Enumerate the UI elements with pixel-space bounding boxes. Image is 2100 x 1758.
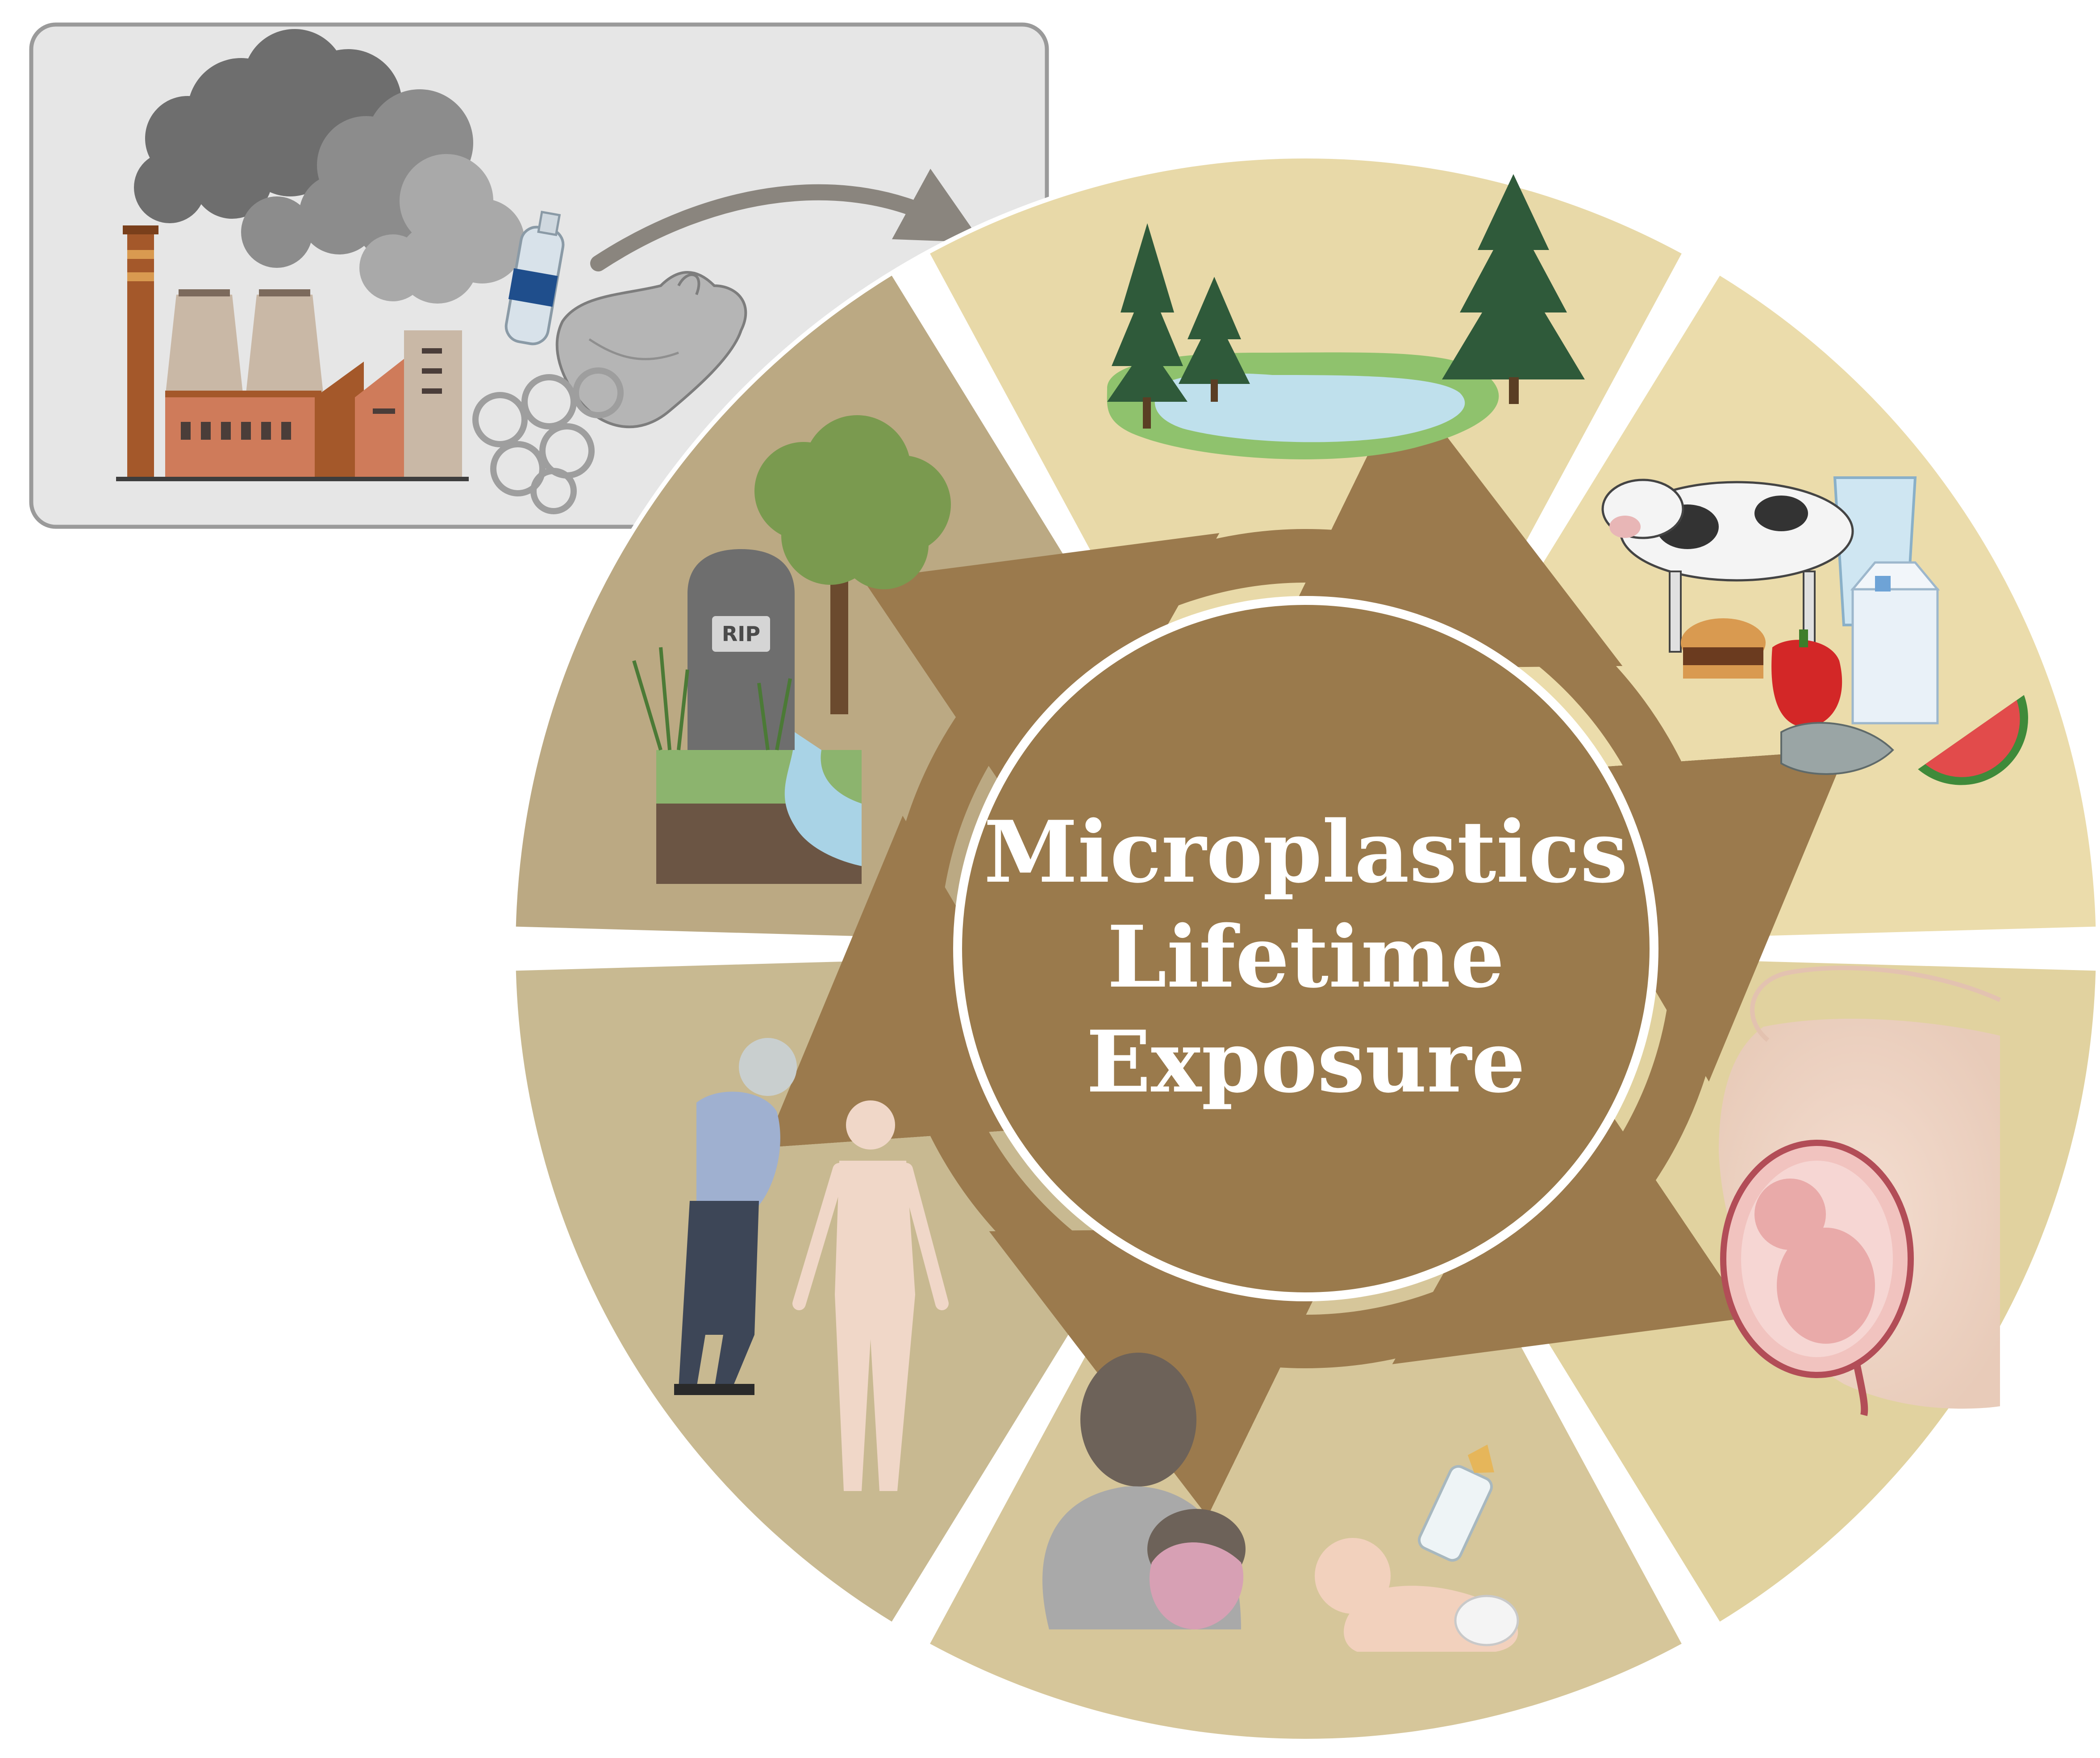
title-line-3: Exposure <box>1086 1012 1525 1112</box>
title-line-1: Microplastics <box>984 802 1628 902</box>
ring-arrow-4 <box>989 1227 1490 1517</box>
forest-lake-icon <box>1107 174 1585 459</box>
factory-pollution-icon <box>116 29 525 481</box>
aging-adult-icon <box>674 1038 949 1491</box>
ring-arrow-2 <box>1510 600 1847 1082</box>
ring-arrow-3 <box>1392 974 1749 1364</box>
pollution-source-panel <box>29 22 1049 529</box>
food-and-water-icon <box>1601 476 2028 785</box>
center-title: Microplastics Lifetime Exposure <box>953 596 1658 1301</box>
gravestone-tree-icon: RIP <box>632 415 951 884</box>
gravestone-label: RIP <box>722 622 760 646</box>
center-circle <box>953 596 1658 1301</box>
flow-arrow <box>590 168 982 271</box>
pregnancy-fetus-icon <box>1719 966 2001 1416</box>
plastic-waste-icon <box>472 211 747 514</box>
title-line-2: Lifetime <box>1107 907 1504 1007</box>
breastfeeding-baby-icon <box>1042 1353 1519 1652</box>
lifecycle-ring-arrows <box>765 380 1847 1517</box>
ring-arrow-5 <box>765 816 1101 1297</box>
ring-arrow-6 <box>863 533 1220 923</box>
